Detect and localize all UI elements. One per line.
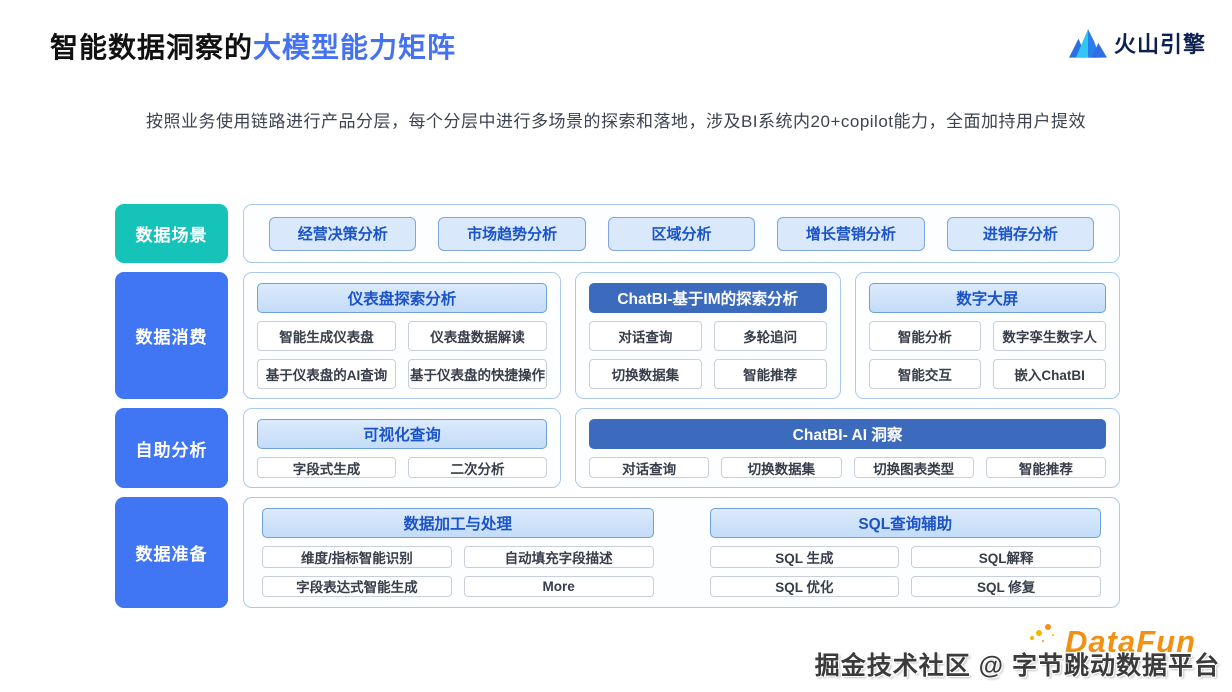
capability-item: 嵌入ChatBI	[993, 359, 1106, 389]
group-header: 数据加工与处理	[262, 508, 654, 538]
scene-chip: 经营决策分析	[269, 216, 417, 251]
capability-item: 智能分析	[868, 321, 982, 351]
group-chatbi-im: ChatBI-基于IM的探索分析 对话查询 多轮追问 切换数据集 智能推荐	[575, 272, 841, 399]
group-header: ChatBI-基于IM的探索分析	[589, 283, 827, 313]
capability-item: 智能推荐	[985, 457, 1106, 478]
row-body-data-preparation: 数据加工与处理 维度/指标智能识别 自动填充字段描述 字段表达式智能生成 Mor…	[243, 497, 1120, 608]
capability-item: 自动填充字段描述	[463, 546, 654, 568]
row-label-data-scene: 数据场景	[115, 204, 228, 263]
page-title-black: 智能数据洞察的	[50, 32, 254, 63]
group-header: 数字大屏	[868, 283, 1106, 313]
capability-item: 基于仪表盘的快捷操作	[408, 359, 547, 389]
group-header: 可视化查询	[257, 419, 547, 449]
page-title: 智能数据洞察的大模型能力矩阵	[50, 26, 456, 66]
capability-item: 数字孪生数字人	[993, 321, 1106, 351]
capability-item: 多轮追问	[713, 321, 827, 351]
capability-item: SQL 优化	[709, 575, 900, 597]
datafun-watermark: DataFun	[1065, 624, 1196, 659]
brand-name: 火山引擎	[1113, 32, 1206, 57]
scene-chip: 区域分析	[607, 216, 756, 251]
row-body-data-consumption: 仪表盘探索分析 智能生成仪表盘 仪表盘数据解读 基于仪表盘的AI查询 基于仪表盘…	[243, 272, 1120, 399]
capability-item: SQL 生成	[709, 546, 900, 568]
group-data-processing: 数据加工与处理 维度/指标智能识别 自动填充字段描述 字段表达式智能生成 Mor…	[262, 508, 654, 597]
brand-logo: 火山引擎	[1068, 26, 1206, 60]
capability-matrix: 数据场景 经营决策分析 市场趋势分析 区域分析 增长营销分析 进销存分析 数据消…	[115, 204, 1120, 608]
datafun-dots-icon	[1036, 630, 1042, 636]
capability-item: SQL解释	[911, 546, 1101, 568]
volcano-mountain-icon	[1068, 26, 1107, 60]
group-sql-assist: SQL查询辅助 SQL 生成 SQL解释 SQL 优化 SQL 修复	[709, 508, 1101, 597]
scene-chip: 市场趋势分析	[438, 216, 586, 251]
capability-item: 切换数据集	[721, 457, 842, 478]
scene-chip: 增长营销分析	[777, 216, 925, 251]
row-self-service-analysis: 自助分析 可视化查询 字段式生成 二次分析 ChatBI- AI 洞察 对话查询…	[115, 408, 1120, 488]
group-items: SQL 生成 SQL解释 SQL 优化 SQL 修复	[709, 546, 1101, 597]
row-body-self-service-analysis: 可视化查询 字段式生成 二次分析 ChatBI- AI 洞察 对话查询 切换数据…	[243, 408, 1120, 488]
row-label-data-consumption: 数据消费	[115, 272, 228, 399]
capability-item: 智能生成仪表盘	[257, 321, 396, 351]
row-label-data-preparation: 数据准备	[115, 497, 228, 608]
row-data-consumption: 数据消费 仪表盘探索分析 智能生成仪表盘 仪表盘数据解读 基于仪表盘的AI查询 …	[115, 272, 1120, 399]
data-preparation-panel: 数据加工与处理 维度/指标智能识别 自动填充字段描述 字段表达式智能生成 Mor…	[243, 497, 1120, 608]
group-items: 对话查询 切换数据集 切换图表类型 智能推荐	[589, 457, 1106, 478]
group-items: 智能分析 数字孪生数字人 智能交互 嵌入ChatBI	[868, 321, 1106, 389]
row-label-self-service-analysis: 自助分析	[115, 408, 228, 488]
group-items: 对话查询 多轮追问 切换数据集 智能推荐	[589, 321, 827, 389]
group-dashboard-exploration: 仪表盘探索分析 智能生成仪表盘 仪表盘数据解读 基于仪表盘的AI查询 基于仪表盘…	[243, 272, 561, 399]
row-data-preparation: 数据准备 数据加工与处理 维度/指标智能识别 自动填充字段描述 字段表达式智能生…	[115, 497, 1120, 608]
capability-item: 二次分析	[408, 457, 547, 478]
group-header: 仪表盘探索分析	[257, 283, 547, 313]
capability-item: 维度/指标智能识别	[262, 546, 452, 568]
capability-item: 字段表达式智能生成	[262, 575, 452, 597]
scene-chip: 进销存分析	[946, 216, 1095, 251]
capability-item: SQL 修复	[911, 575, 1101, 597]
group-digital-screen: 数字大屏 智能分析 数字孪生数字人 智能交互 嵌入ChatBI	[854, 272, 1120, 399]
capability-item: 智能推荐	[713, 359, 827, 389]
group-header: ChatBI- AI 洞察	[589, 419, 1106, 449]
footer: DataFun 掘金技术社区 @ 字节跳动数据平台	[814, 624, 1220, 682]
capability-item: 对话查询	[589, 321, 702, 351]
subtitle: 按照业务使用链路进行产品分层，每个分层中进行多场景的探索和落地，涉及BI系统内2…	[145, 112, 1087, 131]
group-items: 维度/指标智能识别 自动填充字段描述 字段表达式智能生成 More	[262, 546, 654, 597]
capability-item: 基于仪表盘的AI查询	[257, 359, 396, 389]
row-body-data-scene: 经营决策分析 市场趋势分析 区域分析 增长营销分析 进销存分析	[243, 204, 1120, 263]
capability-item: 仪表盘数据解读	[408, 321, 547, 351]
capability-item: More	[463, 575, 654, 597]
capability-item: 智能交互	[868, 359, 982, 389]
capability-item: 切换数据集	[589, 359, 702, 389]
group-items: 字段式生成 二次分析	[257, 457, 547, 478]
group-chatbi-ai-insight: ChatBI- AI 洞察 对话查询 切换数据集 切换图表类型 智能推荐	[575, 408, 1120, 488]
group-items: 智能生成仪表盘 仪表盘数据解读 基于仪表盘的AI查询 基于仪表盘的快捷操作	[257, 321, 547, 389]
capability-item: 对话查询	[589, 457, 710, 478]
page-title-blue: 大模型能力矩阵	[253, 32, 457, 63]
group-visual-query: 可视化查询 字段式生成 二次分析	[243, 408, 561, 488]
footer-text: 掘金技术社区 @ 字节跳动数据平台	[814, 652, 1220, 680]
group-header: SQL查询辅助	[709, 508, 1101, 538]
capability-item: 切换图表类型	[853, 457, 974, 478]
scene-panel: 经营决策分析 市场趋势分析 区域分析 增长营销分析 进销存分析	[243, 204, 1120, 263]
row-data-scene: 数据场景 经营决策分析 市场趋势分析 区域分析 增长营销分析 进销存分析	[115, 204, 1120, 263]
capability-item: 字段式生成	[257, 457, 396, 478]
